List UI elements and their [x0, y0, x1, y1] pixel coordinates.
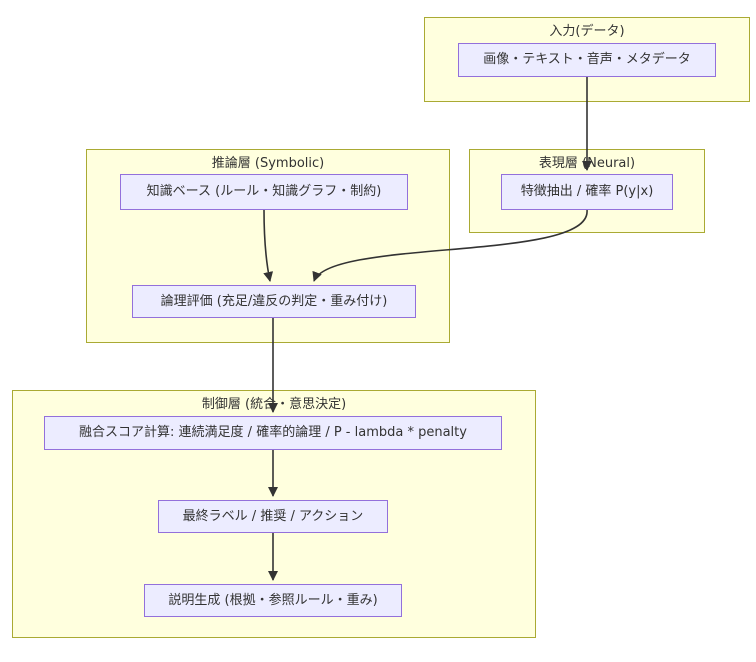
node-final-label-label: 最終ラベル / 推奨 / アクション [182, 508, 364, 524]
node-data-input-label: 画像・テキスト・音声・メタデータ [483, 52, 691, 67]
cluster-input-title: 入力(データ) [549, 24, 625, 39]
node-feature-extraction-label: 特徴抽出 / 確率 P(y|x) [520, 184, 654, 199]
node-data-input: 画像・テキスト・音声・メタデータ [458, 43, 716, 77]
cluster-symbolic-title: 推論層 (Symbolic) [211, 156, 325, 171]
node-explanation: 説明生成 (根拠・参照ルール・重み) [144, 584, 402, 617]
node-logic-eval-label: 論理評価 (充足/違反の判定・重み付け) [160, 293, 388, 309]
node-knowledge-base: 知識ベース (ルール・知識グラフ・制約) [120, 174, 408, 210]
cluster-neural-title: 表現層 (Neural) [538, 156, 636, 171]
node-logic-eval: 論理評価 (充足/違反の判定・重み付け) [132, 285, 416, 318]
node-final-label: 最終ラベル / 推奨 / アクション [158, 500, 388, 533]
node-feature-extraction: 特徴抽出 / 確率 P(y|x) [501, 174, 673, 210]
cluster-control-title: 制御層 (統合・意思決定) [201, 397, 347, 412]
node-fusion-score-label: 融合スコア計算: 連続満足度 / 確率的論理 / P - lambda * pe… [79, 425, 467, 440]
node-fusion-score: 融合スコア計算: 連続満足度 / 確率的論理 / P - lambda * pe… [44, 416, 502, 450]
node-explanation-label: 説明生成 (根拠・参照ルール・重み) [168, 592, 378, 608]
node-knowledge-base-label: 知識ベース (ルール・知識グラフ・制約) [146, 184, 382, 199]
